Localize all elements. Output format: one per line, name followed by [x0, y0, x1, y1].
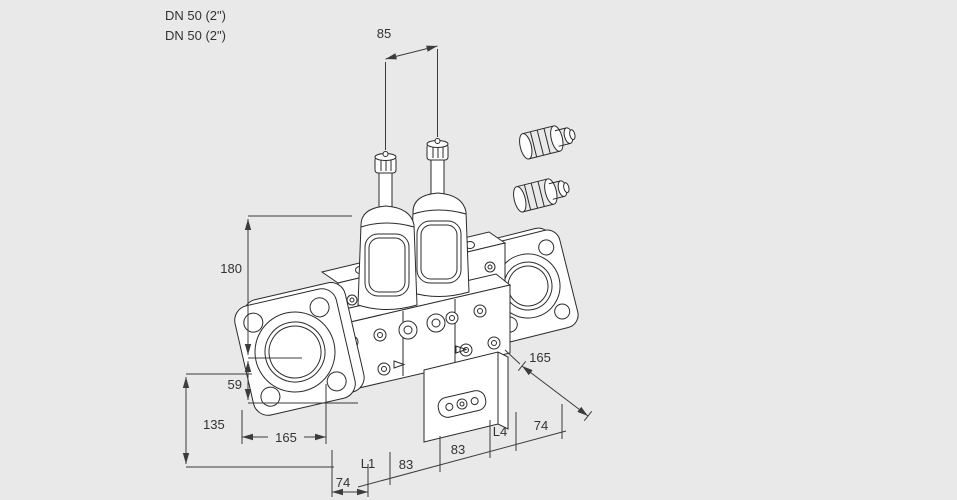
flow-arrow-icon	[455, 345, 468, 354]
fitting-2	[513, 178, 570, 213]
dim-74-right-label: 74	[534, 418, 548, 433]
dim-74-bottom-label: 74	[336, 475, 350, 490]
foot-block	[423, 351, 509, 443]
dim-165-right-label: 165	[529, 350, 551, 365]
dim-83-a-label: 83	[399, 457, 413, 472]
actuator-right	[409, 138, 470, 297]
left-flange	[234, 282, 365, 416]
fitting-1	[519, 125, 576, 160]
label-dn-2: DN 50 (2")	[165, 28, 226, 43]
dim-l4-label: L4	[493, 424, 507, 439]
dim-l1-label: L1	[361, 456, 375, 471]
label-dn-1: DN 50 (2")	[165, 8, 226, 23]
dim-165-left-label: 165	[275, 430, 297, 445]
actuator-left	[357, 151, 418, 310]
dim-135-label: 135	[203, 417, 225, 432]
port-plate	[437, 390, 487, 418]
dim-59-label: 59	[228, 377, 242, 392]
dim-180-label: 180	[220, 261, 242, 276]
dim-83-b-label: 83	[451, 442, 465, 457]
dimension-lines	[182, 45, 593, 497]
dimension-labels: DN 50 (2") DN 50 (2") 85 180 59 135 165 …	[165, 8, 551, 490]
flow-arrow-icon	[393, 360, 406, 369]
dim-85-label: 85	[377, 26, 391, 41]
